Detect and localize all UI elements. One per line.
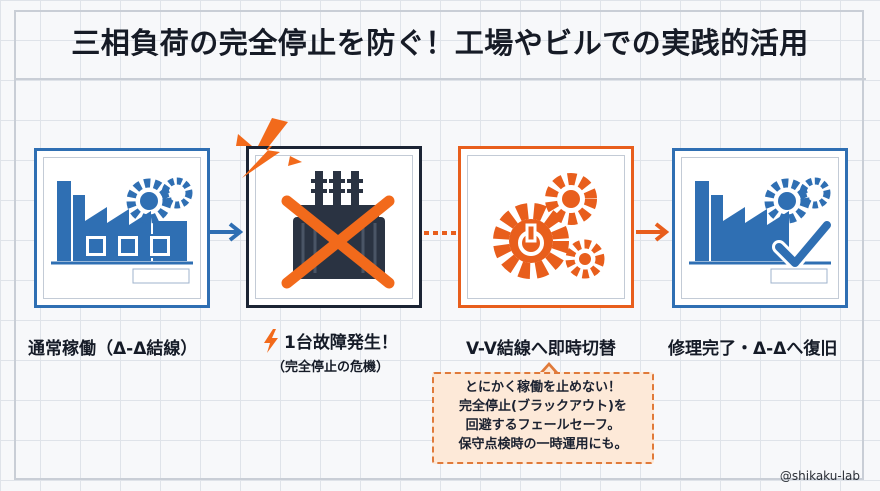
lightning-icon <box>236 118 302 178</box>
factory-icon <box>51 177 193 284</box>
arrow-right-icon <box>636 222 670 242</box>
step-1-panel <box>34 148 210 308</box>
watermark: @shikaku-lab <box>779 469 860 483</box>
factory-check-icon <box>689 177 834 284</box>
small-lightning-icon <box>264 328 278 353</box>
step-2-caption: 1台故障発生！ <box>262 328 398 353</box>
arrow-right-icon <box>210 222 244 242</box>
callout-box: とにかく稼働を止めない！ 完全停止(ブラックアウト)を 回避するフェールセーフ。… <box>432 372 654 464</box>
dotted-connector <box>424 231 456 235</box>
broken-transformer-icon <box>281 171 395 289</box>
step-1-caption: 通常稼働（Δ-Δ結線） <box>28 339 198 359</box>
step-3-panel <box>458 146 634 308</box>
step-4-caption: 修理完了・Δ-Δへ復旧 <box>668 339 838 359</box>
step-3-caption: V-V結線へ即時切替 <box>466 339 616 359</box>
page-title: 三相負荷の完全停止を防ぐ！工場やビルでの実践的活用 <box>71 26 809 60</box>
title-divider <box>14 78 866 80</box>
step-4-panel <box>672 148 848 308</box>
outer-frame <box>14 10 864 480</box>
callout-line: とにかく稼働を止めない！ <box>464 380 621 395</box>
gears-power-icon <box>493 173 605 279</box>
callout-line: 保守点検時の一時運用にも。 <box>458 437 628 452</box>
step-2-panel <box>246 146 422 308</box>
step-2-subcaption: （完全停止の危機） <box>272 360 390 375</box>
step-2-caption-text: 1台故障発生！ <box>284 333 398 353</box>
callout-line: 完全停止(ブラックアウト)を <box>459 399 627 414</box>
callout-line: 回避するフェールセーフ。 <box>465 418 621 433</box>
